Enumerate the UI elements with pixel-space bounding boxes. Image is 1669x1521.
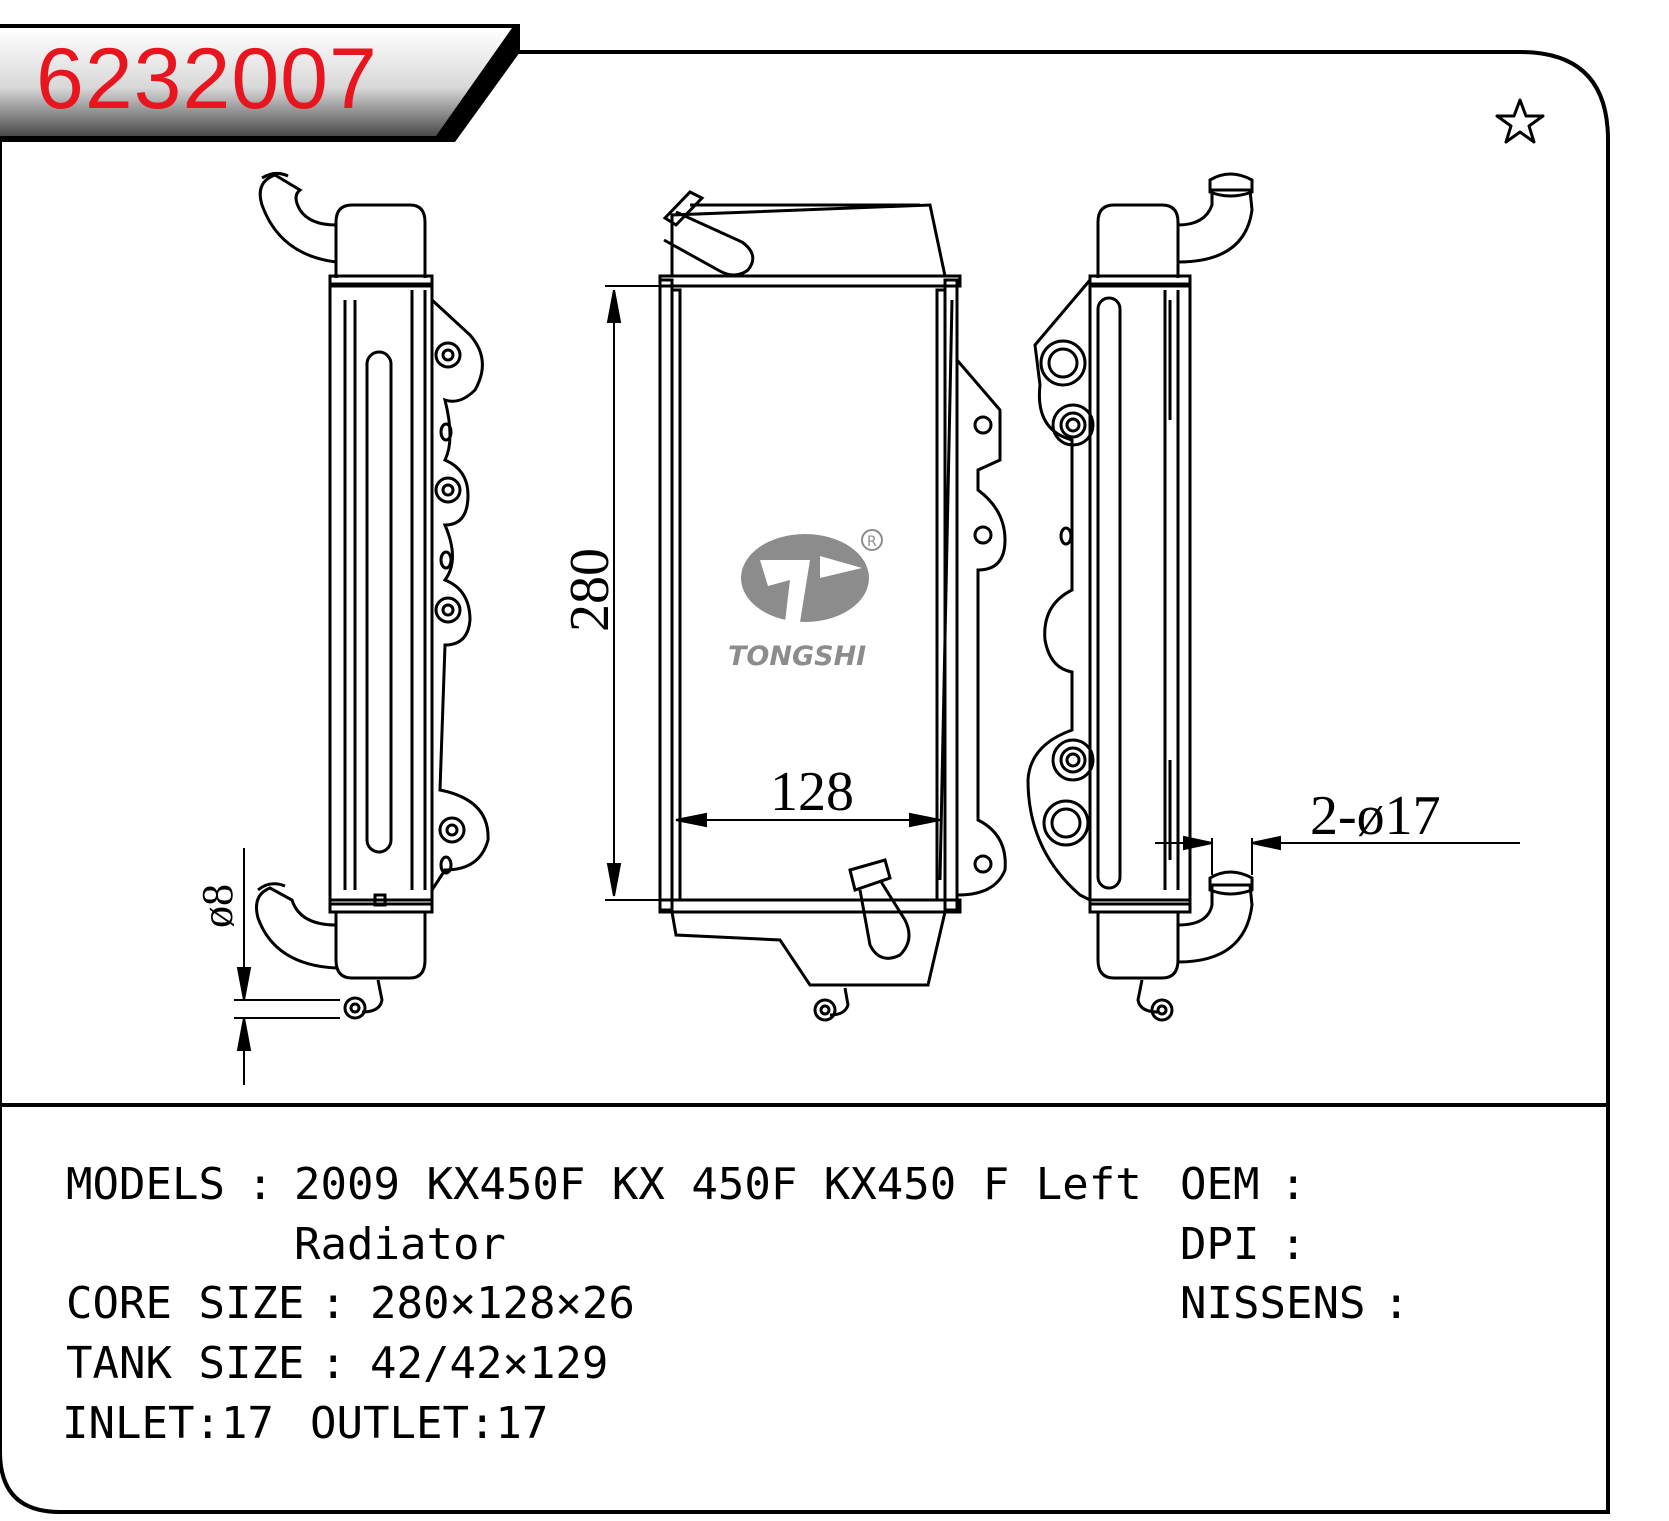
nissens-separator: : [1383,1278,1410,1329]
tongshi-logo: R TONGSHI [728,529,883,672]
core-size-label: CORE SIZE [66,1278,305,1329]
outlet-value: OUTLET:17 [310,1398,549,1449]
dimension-core-height-label: 280 [559,548,621,632]
dimension-core-height [605,285,660,901]
tank-size-value: 42/42×129 [370,1338,609,1389]
models-label: MODELS [66,1159,225,1210]
dimension-mount-holes-label: 2-ø17 [1310,785,1441,847]
inlet-value: INLET:17 [62,1398,274,1449]
brand-name: TONGSHI [728,641,866,672]
dimension-mount-holes [1155,835,1520,875]
models-value-line2: Radiator [294,1219,506,1270]
radiator-front-view [658,190,1007,1022]
dimension-core-width-label: 128 [770,761,854,823]
models-separator: : [247,1159,274,1210]
models-value-line1: 2009 KX450F KX 450F KX450 F Left [294,1159,1142,1210]
sheet-frame [0,50,1610,1514]
dimension-pipe-diameter [234,848,340,1085]
dpi-label: DPI [1180,1219,1260,1270]
star-outline-icon[interactable] [1495,98,1545,144]
core-size-separator: : [320,1278,347,1329]
dimension-core-width [675,812,941,828]
oem-separator: : [1280,1159,1307,1210]
radiator-side-view-left [255,171,490,1020]
part-number: 6232007 [36,31,378,127]
core-size-value: 280×128×26 [370,1278,635,1329]
radiator-side-view-right [1026,172,1254,1022]
part-number-tab [0,24,520,142]
registered-mark: R [867,534,877,550]
dimension-pipe-diameter-label: ø8 [193,884,242,928]
tank-size-label: TANK SIZE [66,1338,305,1389]
oem-label: OEM [1180,1159,1260,1210]
tank-size-separator: : [320,1338,347,1389]
nissens-label: NISSENS [1180,1278,1366,1329]
dpi-separator: : [1280,1219,1307,1270]
